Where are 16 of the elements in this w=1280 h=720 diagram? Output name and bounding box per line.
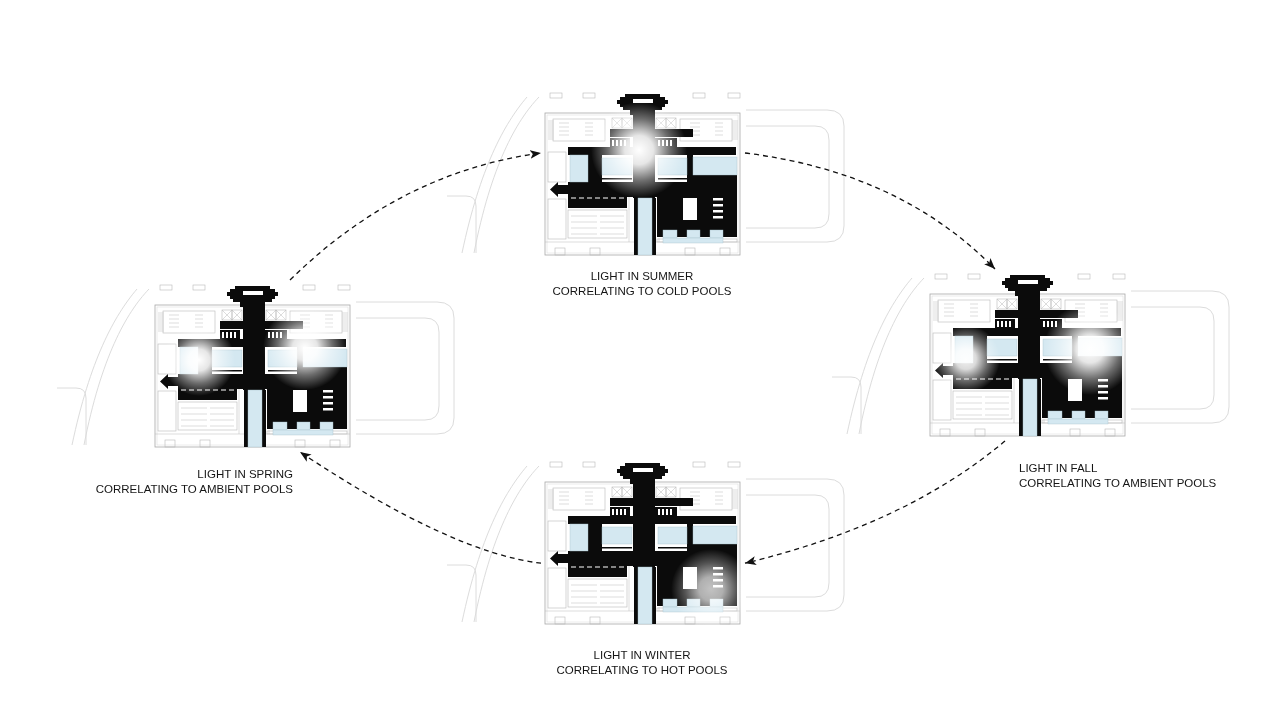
node-label: LIGHT IN SUMMER (590, 269, 694, 284)
node-label: LIGHT IN SPRING (197, 467, 293, 482)
dashed-arrow (289, 150, 542, 281)
floor-plan-drawing (153, 282, 353, 450)
dashed-arrow (744, 440, 1006, 565)
node-label: CORRELATING TO AMBIENT POOLS (1019, 476, 1217, 491)
node-label: CORRELATING TO COLD POOLS (552, 284, 732, 299)
floor-plan-drawing (928, 271, 1128, 439)
dashed-arrow (744, 152, 996, 270)
node-label: CORRELATING TO HOT POOLS (556, 663, 728, 678)
dashed-arrow (299, 451, 542, 564)
floor-plan-drawing (543, 90, 743, 258)
floor-plan-drawing (543, 459, 743, 627)
node-label: CORRELATING TO AMBIENT POOLS (95, 482, 293, 497)
node-label: LIGHT IN FALL (1019, 461, 1098, 476)
node-label: LIGHT IN WINTER (593, 648, 691, 663)
